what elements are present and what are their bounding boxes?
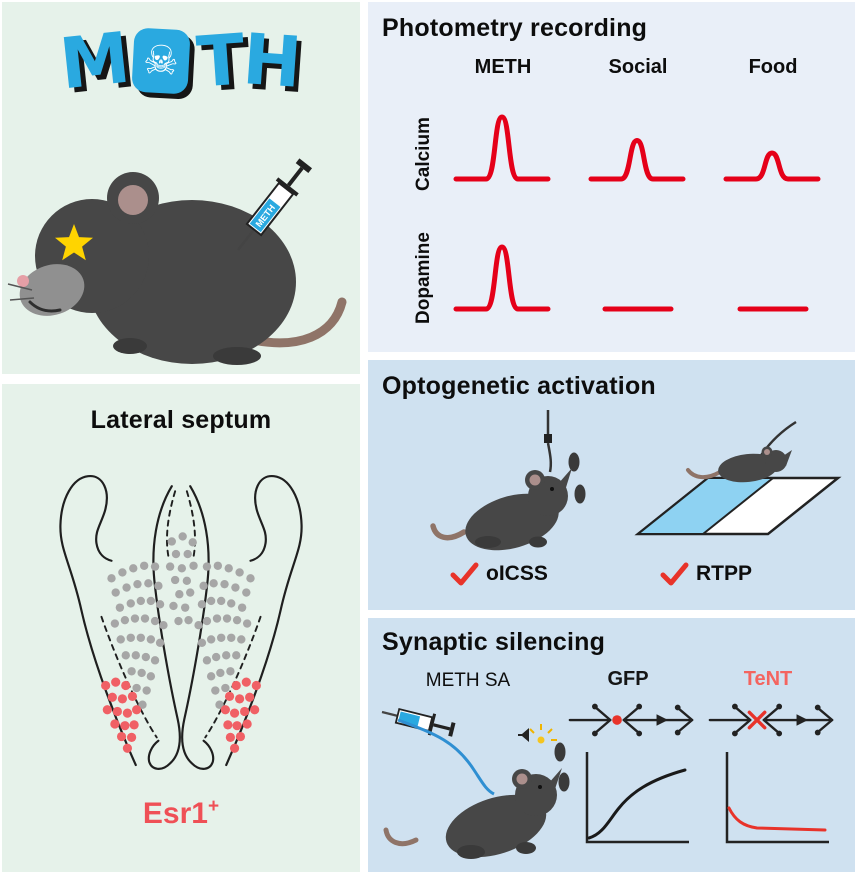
nose-poke-port: [554, 742, 566, 762]
rtpp-paired-side: [635, 477, 776, 535]
iv-catheter-line: [397, 718, 495, 796]
mouse-front-paw: [113, 338, 147, 354]
trace-calcium-food: [718, 107, 828, 187]
mouse-muzzle: [19, 264, 85, 316]
row-label-dopamine: Dopamine: [413, 232, 434, 324]
condition-label-gfp: GFP: [607, 668, 649, 690]
mouse-mouth: [28, 300, 62, 313]
trace-dopamine-food: [718, 237, 828, 317]
oicss-illustration: [430, 410, 586, 551]
syringe-icon: [381, 707, 456, 737]
logo-letter-m: M: [56, 16, 135, 106]
row-label-calcium: Calcium: [413, 117, 434, 191]
axon-arrowhead: [656, 714, 669, 726]
column-header-social: Social: [608, 56, 668, 78]
active-synapse-dot: [612, 715, 622, 725]
graph-axes: [725, 752, 829, 844]
assay-oicss: oICSS: [450, 562, 548, 586]
trace-dopamine-meth: [448, 237, 558, 317]
panel-meth-injection: M ☠ T H METH: [2, 2, 360, 374]
column-header-food: Food: [748, 56, 798, 78]
mouse-nose: [17, 275, 29, 287]
trace-calcium-social: [583, 107, 693, 187]
trace-calcium-meth: [448, 107, 558, 187]
optogenetics-title: Optogenetic activation: [382, 372, 656, 400]
mouse-snout: [558, 468, 572, 494]
silencing-title: Synaptic silencing: [382, 628, 606, 656]
gfp-synapse-diagram: [568, 703, 694, 737]
meth-sa-label: METH SA: [425, 670, 511, 691]
mouse-whiskers: [7, 283, 35, 301]
tent-curve: [727, 806, 827, 832]
star-icon: [55, 224, 93, 261]
mouse-hind-foot: [213, 347, 261, 365]
panel-photometry: Photometry recording METH Social Food Ca…: [368, 2, 855, 352]
meth-sa-illustration: [381, 707, 570, 859]
blocked-synapse-x-icon: [747, 710, 767, 730]
checkmark-icon: [450, 562, 479, 586]
logo-letter-h: H: [240, 18, 305, 104]
head-implant: [544, 434, 552, 443]
panel-synaptic-silencing: Synaptic silencing METH SA GFP TeNT: [368, 618, 855, 872]
logo-letter-t: T: [194, 18, 248, 104]
septum-title: Lateral septum: [90, 406, 272, 434]
skull-icon: ☠: [131, 27, 191, 95]
mouse-eye: [550, 487, 554, 491]
column-header-meth: METH: [474, 56, 532, 78]
meth-logo: M ☠ T H: [2, 17, 360, 106]
mouse-snout: [548, 768, 562, 792]
mouse-tail: [383, 827, 419, 847]
esr1-marker-label: Esr1+: [142, 796, 220, 830]
mouse-injection-illustration: METH: [7, 158, 347, 365]
mouse-inner-ear: [118, 185, 148, 215]
speaker-icon: [518, 728, 529, 742]
cue-light-icon: [529, 724, 557, 741]
mouse-tail: [686, 468, 722, 479]
assay-rtpp: RTPP: [660, 562, 752, 586]
mouse-body: [718, 453, 778, 483]
panel-lateral-septum: Lateral septum Esr1+: [2, 384, 360, 872]
trace-dopamine-social: [583, 237, 693, 317]
graph-axes: [585, 752, 689, 844]
lateral-septum-illustration: [59, 475, 303, 770]
gfp-curve: [587, 768, 687, 840]
mouse-eye: [538, 785, 542, 789]
mouse-body: [445, 794, 547, 858]
tent-synapse-diagram: [708, 703, 834, 737]
nose-poke-port: [574, 484, 586, 504]
nose-poke-port: [568, 452, 580, 472]
rtpp-illustration: [634, 420, 842, 536]
condition-label-tent: TeNT: [743, 668, 793, 690]
panel-optogenetics: Optogenetic activation: [368, 360, 855, 610]
nose-poke-port: [558, 772, 570, 792]
axon-arrowhead: [796, 714, 809, 726]
photometry-title: Photometry recording: [382, 14, 648, 42]
checkmark-icon: [660, 562, 689, 586]
syringe-icon: METH: [237, 158, 313, 251]
tent-response-graph: [725, 752, 829, 844]
septum-neuron-dots: [101, 532, 261, 753]
gfp-response-graph: [585, 752, 689, 844]
mouse-tail: [430, 523, 467, 541]
